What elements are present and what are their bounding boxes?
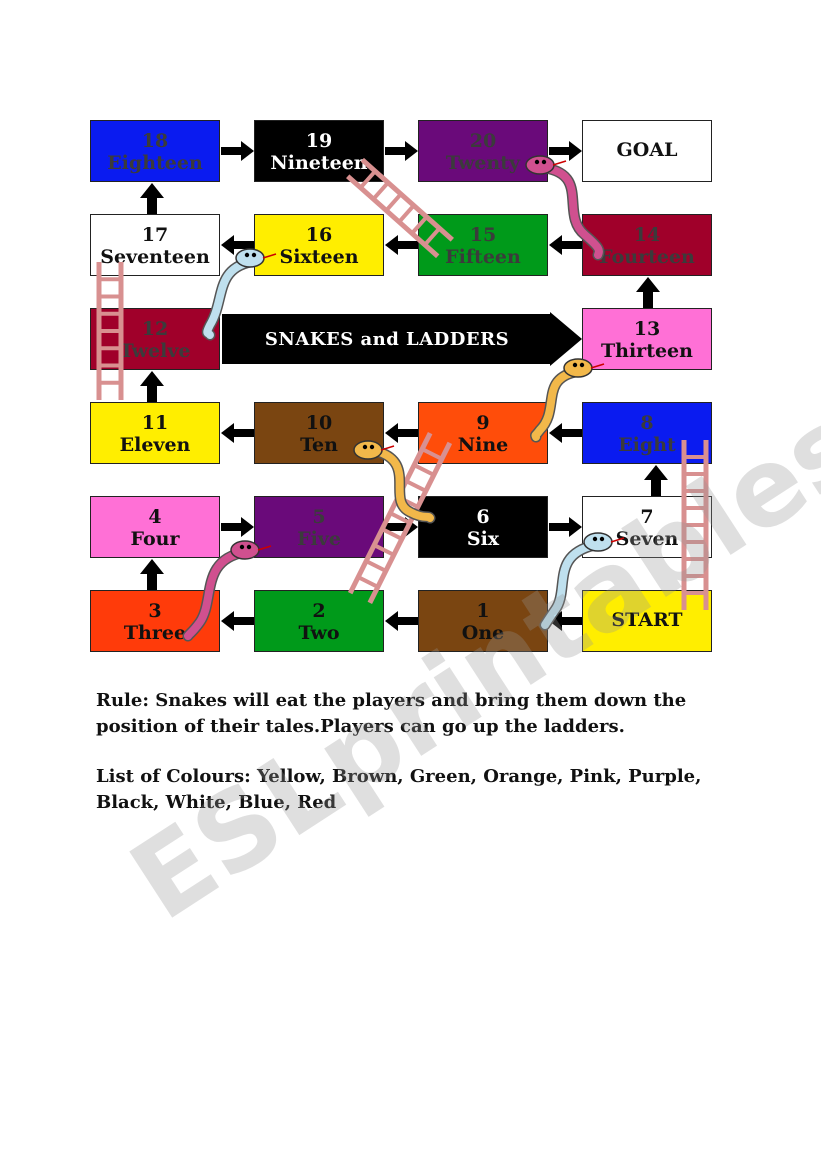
tile-word: One [461,622,505,644]
tile-number: 14 [633,224,661,246]
tile-number: 19 [305,130,333,152]
banner-arrowhead [550,312,582,366]
tile-goal: GOAL [582,120,712,182]
tile-number: 7 [640,506,654,528]
board-title-banner: SNAKES and LADDERS [222,314,552,364]
tile-word: Two [298,622,340,644]
tile-number: 13 [633,318,661,340]
tile-number: 10 [305,412,333,434]
colours-list: List of Colours: Yellow, Brown, Green, O… [96,766,702,813]
board-title: SNAKES and LADDERS [264,328,510,350]
tile-number: 11 [141,412,169,434]
tile-word: Six [466,528,500,550]
tile-number: 2 [312,600,326,622]
tile-word: Five [297,528,341,550]
tile-word: Eighteen [107,152,203,174]
tile-word: Twelve [119,340,191,362]
tile-word: Seven [615,528,679,550]
tile-start: START [582,590,712,652]
tile-word: Nine [457,434,509,456]
tile-word: Ten [300,434,338,456]
tile-number: 16 [305,224,333,246]
tile-word: Fourteen [599,246,695,268]
tile-number: 1 [476,600,490,622]
tile-word: Sixteen [279,246,359,268]
tile-number: 9 [476,412,490,434]
tile-number: 4 [148,506,162,528]
tile-number: 12 [141,318,169,340]
tile-word: Fifteen [445,246,521,268]
tile-word: Eleven [119,434,191,456]
tile-number: 8 [640,412,654,434]
tile-number: 3 [148,600,162,622]
tile-number: 18 [141,130,169,152]
tile-word: Nineteen [270,152,368,174]
rule-text: Rule: Snakes will eat the players and br… [96,690,687,737]
tile-number: 20 [469,130,497,152]
tile-word: Thirteen [601,340,693,362]
tile-word: Seventeen [100,246,210,268]
tile-word: Four [130,528,180,550]
tile-word: Three [123,622,187,644]
tile-word: Twenty [445,152,521,174]
tile-number: 17 [141,224,169,246]
tile-word: Eight [618,434,676,456]
tile-number: 15 [469,224,497,246]
tile-word: GOAL [616,139,678,161]
tile-number: 6 [476,506,490,528]
tile-word: START [611,609,683,631]
tile-number: 5 [312,506,326,528]
